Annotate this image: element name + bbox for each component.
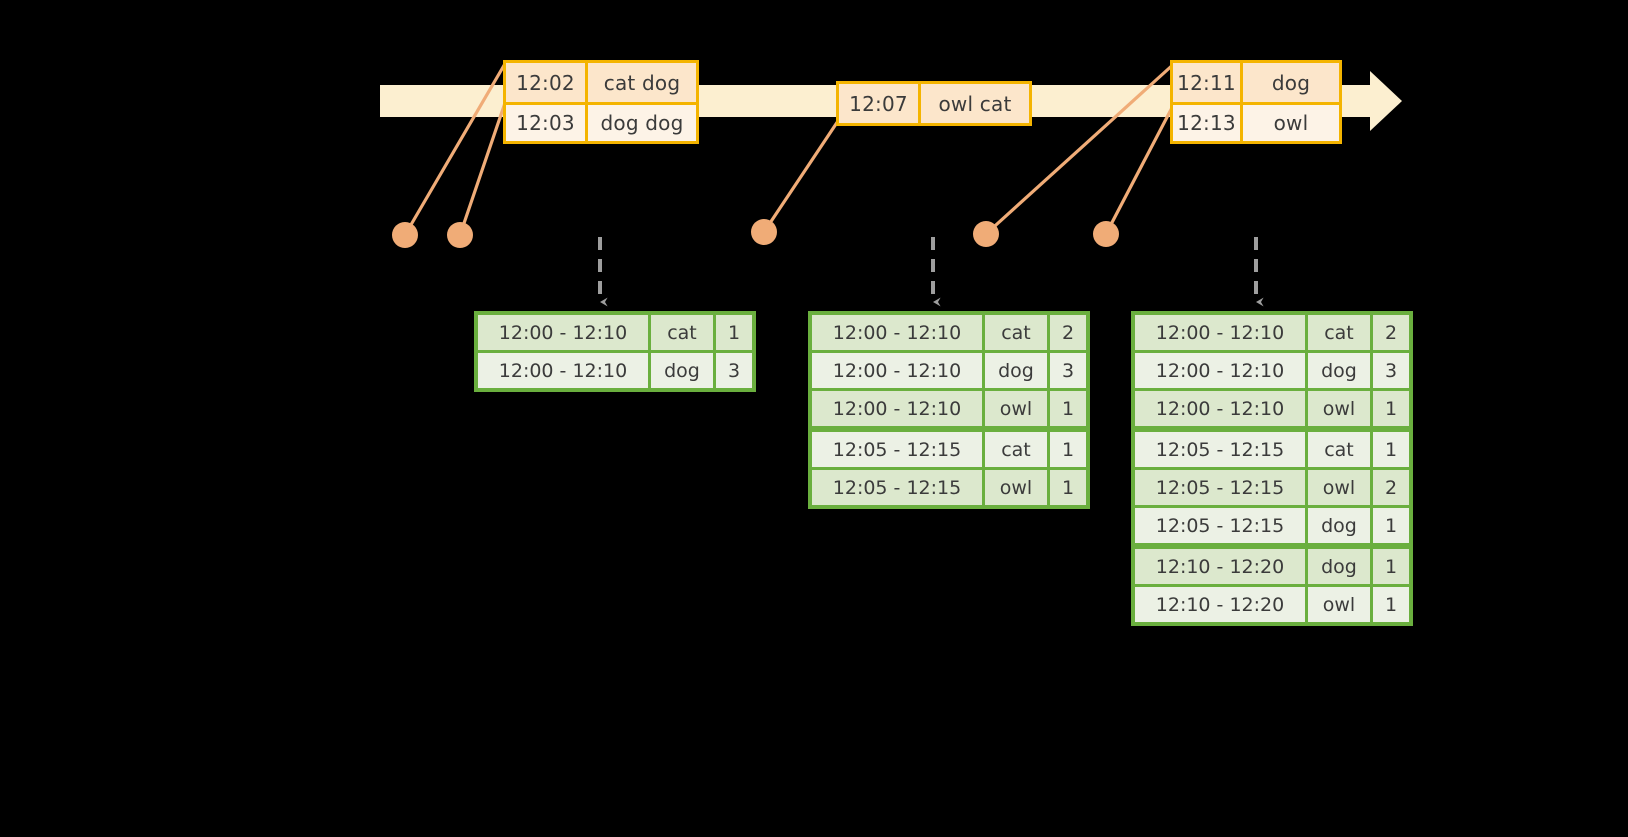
event-row[interactable]: 12:13 owl [1173, 102, 1339, 141]
window-cell: 12:05 - 12:15 [812, 470, 982, 505]
table-row[interactable]: 12:00 - 12:10 cat 2 [812, 315, 1086, 350]
word-cell: dog [1308, 508, 1370, 543]
result-table-3[interactable]: 12:00 - 12:10 cat 2 12:00 - 12:10 dog 3 … [1131, 311, 1413, 626]
connector-line-1207 [762, 116, 842, 234]
result-table-1[interactable]: 12:00 - 12:10 cat 1 12:00 - 12:10 dog 3 [474, 311, 756, 392]
result-table-2[interactable]: 12:00 - 12:10 cat 2 12:00 - 12:10 dog 3 … [808, 311, 1090, 509]
count-cell: 3 [1373, 353, 1409, 388]
event-dot-1202 [392, 222, 418, 248]
count-cell: 1 [1050, 391, 1086, 426]
event-row[interactable]: 12:02 cat dog [506, 63, 696, 102]
event-words: dog dog [588, 102, 696, 141]
count-cell: 1 [1373, 587, 1409, 622]
event-words: cat dog [588, 63, 696, 102]
window-cell: 12:10 - 12:20 [1135, 587, 1305, 622]
window-cell: 12:00 - 12:10 [1135, 353, 1305, 388]
table-row[interactable]: 12:05 - 12:15 cat 1 [812, 432, 1086, 467]
word-cell: owl [985, 470, 1047, 505]
event-time: 12:07 [839, 84, 921, 123]
event-row[interactable]: 12:11 dog [1173, 63, 1339, 102]
count-cell: 2 [1373, 315, 1409, 350]
connector-line-1213 [1104, 98, 1178, 236]
event-group-2[interactable]: 12:07 owl cat [836, 81, 1032, 126]
connector-line-1202 [403, 60, 508, 237]
window-cell: 12:05 - 12:15 [1135, 508, 1305, 543]
count-cell: 1 [1050, 432, 1086, 467]
event-time: 12:03 [506, 102, 588, 141]
event-group-1[interactable]: 12:02 cat dog 12:03 dog dog [503, 60, 699, 144]
count-cell: 1 [1050, 470, 1086, 505]
count-cell: 1 [716, 315, 752, 350]
window-cell: 12:00 - 12:10 [1135, 391, 1305, 426]
event-time: 12:11 [1173, 63, 1243, 102]
event-dot-1213 [1093, 221, 1119, 247]
word-cell: dog [985, 353, 1047, 388]
table-row[interactable]: 12:00 - 12:10 dog 3 [1135, 353, 1409, 388]
count-cell: 1 [1373, 391, 1409, 426]
table-row[interactable]: 12:10 - 12:20 owl 1 [1135, 587, 1409, 622]
event-group-3[interactable]: 12:11 dog 12:13 owl [1170, 60, 1342, 144]
word-cell: dog [1308, 353, 1370, 388]
table-row[interactable]: 12:05 - 12:15 owl 2 [1135, 470, 1409, 505]
connector-line-1203 [458, 98, 508, 237]
event-time: 12:02 [506, 63, 588, 102]
word-cell: cat [1308, 432, 1370, 467]
word-cell: cat [1308, 315, 1370, 350]
window-cell: 12:00 - 12:10 [1135, 315, 1305, 350]
word-cell: dog [1308, 549, 1370, 584]
window-cell: 12:00 - 12:10 [478, 353, 648, 388]
window-cell: 12:05 - 12:15 [1135, 432, 1305, 467]
table-row[interactable]: 12:00 - 12:10 owl 1 [1135, 391, 1409, 426]
table-row[interactable]: 12:05 - 12:15 dog 1 [1135, 508, 1409, 543]
word-cell: cat [651, 315, 713, 350]
window-cell: 12:05 - 12:15 [1135, 470, 1305, 505]
count-cell: 3 [716, 353, 752, 388]
table-row[interactable]: 12:00 - 12:10 owl 1 [812, 391, 1086, 426]
count-cell: 1 [1373, 549, 1409, 584]
event-time: 12:13 [1173, 102, 1243, 141]
count-cell: 3 [1050, 353, 1086, 388]
window-cell: 12:10 - 12:20 [1135, 549, 1305, 584]
table-row[interactable]: 12:05 - 12:15 cat 1 [1135, 432, 1409, 467]
event-row[interactable]: 12:07 owl cat [839, 84, 1029, 123]
event-row[interactable]: 12:03 dog dog [506, 102, 696, 141]
count-cell: 1 [1373, 508, 1409, 543]
event-words: owl cat [921, 84, 1029, 123]
table-row[interactable]: 12:05 - 12:15 owl 1 [812, 470, 1086, 505]
word-cell: dog [651, 353, 713, 388]
event-dot-1207 [751, 219, 777, 245]
count-cell: 2 [1373, 470, 1409, 505]
event-dot-1203 [447, 222, 473, 248]
event-dot-1211 [973, 221, 999, 247]
dashed-arrows [598, 237, 1264, 307]
word-cell: cat [985, 432, 1047, 467]
event-dots [392, 219, 1119, 248]
table-row[interactable]: 12:00 - 12:10 cat 2 [1135, 315, 1409, 350]
window-cell: 12:00 - 12:10 [812, 391, 982, 426]
table-row[interactable]: 12:00 - 12:10 cat 1 [478, 315, 752, 350]
word-cell: owl [1308, 391, 1370, 426]
table-row[interactable]: 12:00 - 12:10 dog 3 [812, 353, 1086, 388]
word-cell: owl [1308, 470, 1370, 505]
event-words: owl [1243, 102, 1339, 141]
table-row[interactable]: 12:10 - 12:20 dog 1 [1135, 549, 1409, 584]
word-cell: cat [985, 315, 1047, 350]
window-cell: 12:00 - 12:10 [478, 315, 648, 350]
event-words: dog [1243, 63, 1339, 102]
window-cell: 12:00 - 12:10 [812, 353, 982, 388]
count-cell: 2 [1050, 315, 1086, 350]
window-cell: 12:00 - 12:10 [812, 315, 982, 350]
word-cell: owl [985, 391, 1047, 426]
word-cell: owl [1308, 587, 1370, 622]
window-cell: 12:05 - 12:15 [812, 432, 982, 467]
count-cell: 1 [1373, 432, 1409, 467]
table-row[interactable]: 12:00 - 12:10 dog 3 [478, 353, 752, 388]
